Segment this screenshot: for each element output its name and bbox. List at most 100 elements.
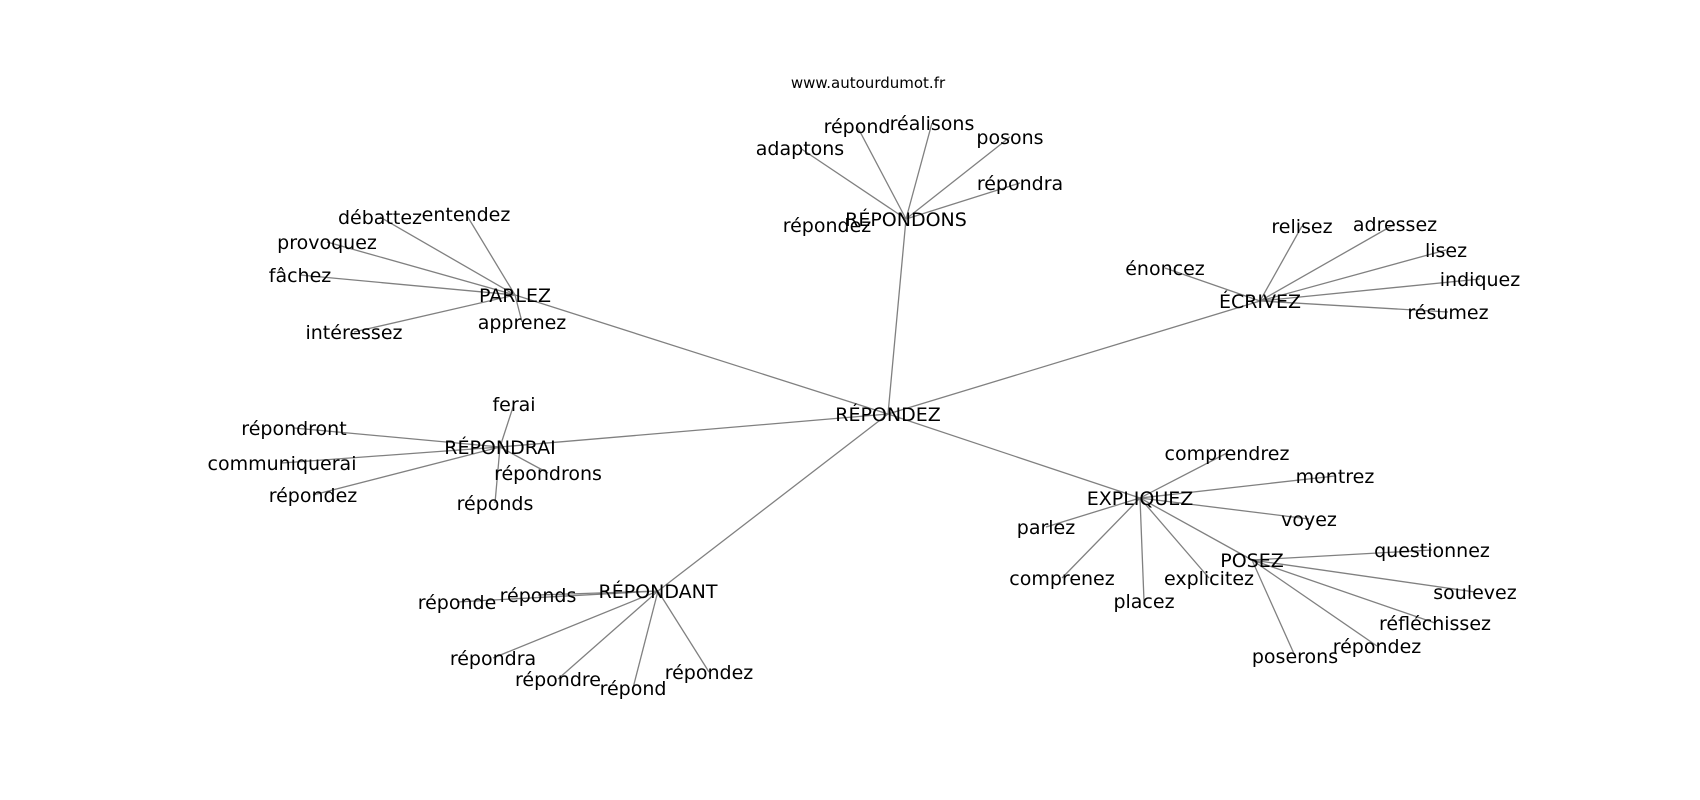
- leaf-node-comprendrez: comprendrez: [1165, 443, 1290, 465]
- edge-ecrivez-enoncez: [1164, 267, 1261, 302]
- edge-ecrivez-adressez: [1259, 223, 1396, 302]
- leaf-node-realisons: réalisons: [890, 113, 975, 135]
- leaf-node-repondez: répondez: [665, 662, 754, 684]
- leaf-node-montrez: montrez: [1296, 466, 1375, 488]
- edge-expliquez-explicitez: [1139, 497, 1210, 579]
- leaf-node-posons: posons: [976, 127, 1043, 149]
- edge-parlez-fachez: [299, 274, 516, 296]
- edge-posez-soulevez: [1251, 559, 1476, 593]
- leaf-node-reponds: réponds: [500, 585, 577, 607]
- leaf-node-soulevez: soulevez: [1433, 582, 1516, 604]
- edge-repondant-repondre: [557, 590, 659, 680]
- leaf-node-communiquerai: communiquerai: [208, 453, 357, 475]
- edge-posez-poserons: [1251, 559, 1296, 657]
- leaf-node-reponde: réponde: [418, 592, 497, 614]
- edge-repondons-adaptons: [799, 147, 907, 220]
- leaf-node-voyez: voyez: [1281, 509, 1337, 531]
- leaf-node-repond: répond: [824, 116, 891, 138]
- hub-node-repondons: RÉPONDONS: [845, 208, 967, 231]
- edge-repondrai-repondez: [312, 446, 501, 496]
- leaf-node-repondra: répondra: [977, 173, 1063, 195]
- edge-ecrivez-resumez: [1259, 300, 1449, 313]
- edge-repondrai-repondront: [293, 427, 501, 448]
- edge-expliquez-posez: [1139, 497, 1253, 561]
- edge-expliquez-voyez: [1139, 497, 1310, 520]
- leaf-node-resumez: résumez: [1407, 302, 1488, 324]
- leaf-node-relisez: relisez: [1271, 216, 1332, 238]
- edge-posez-questionnez: [1251, 549, 1433, 561]
- edge-parlez-entendez: [465, 213, 516, 296]
- edge-ecrivez-indiquez: [1259, 278, 1481, 302]
- edge-expliquez-comprendrez: [1139, 452, 1228, 499]
- hub-node-repondrai: RÉPONDRAI: [444, 436, 556, 459]
- edge-expliquez-parlez: [1045, 497, 1141, 528]
- leaf-node-entendez: entendez: [422, 204, 511, 226]
- leaf-node-enoncez: énoncez: [1125, 258, 1205, 280]
- leaf-node-repondre: répondre: [515, 669, 601, 691]
- leaf-node-repondez: répondez: [783, 215, 872, 237]
- center-node-label: RÉPONDEZ: [835, 403, 940, 426]
- leaf-node-repondez: répondez: [269, 485, 358, 507]
- leaf-node-repondra: répondra: [450, 648, 536, 670]
- edge-expliquez-montrez: [1139, 475, 1336, 499]
- leaf-node-ferai: ferai: [492, 394, 535, 416]
- edge-parlez-apprenez: [514, 294, 523, 323]
- edge-layer: [281, 122, 1481, 689]
- edge-posez-repondez: [1251, 559, 1378, 647]
- edge-parlez-debattez: [379, 216, 516, 296]
- edge-repondant-reponde: [456, 590, 659, 603]
- edge-repondons-repondra: [905, 182, 1021, 220]
- edge-center-repondons: [887, 218, 907, 415]
- edge-center-repondant: [657, 413, 889, 592]
- hub-node-expliquez: EXPLIQUEZ: [1087, 488, 1194, 510]
- edge-repondrai-communiquerai: [281, 446, 501, 464]
- edge-center-repondrai: [499, 413, 889, 448]
- leaf-node-reflechissez: réfléchissez: [1379, 613, 1491, 635]
- edge-repondons-repond: [856, 125, 907, 220]
- leaf-node-repond: répond: [600, 678, 667, 700]
- hub-node-repondant: RÉPONDANT: [599, 580, 718, 603]
- hub-node-posez: POSEZ: [1220, 550, 1284, 572]
- edge-repondons-posons: [905, 136, 1011, 220]
- edge-repondrai-ferai: [499, 403, 515, 448]
- edge-parlez-provoquez: [326, 241, 516, 296]
- leaf-node-apprenez: apprenez: [478, 312, 567, 334]
- hub-node-parlez: PARLEZ: [479, 285, 551, 307]
- leaf-node-poserons: poserons: [1252, 646, 1338, 668]
- leaf-node-reponds: réponds: [457, 493, 534, 515]
- edge-center-expliquez: [887, 413, 1141, 499]
- edge-center-ecrivez: [887, 300, 1261, 415]
- edge-parlez-interessez: [353, 294, 516, 333]
- leaf-node-interessez: intéressez: [305, 322, 402, 344]
- leaf-node-indiquez: indiquez: [1440, 269, 1520, 291]
- leaf-node-adaptons: adaptons: [756, 138, 844, 160]
- edge-repondons-realisons: [905, 122, 933, 220]
- leaf-node-adressez: adressez: [1353, 214, 1437, 236]
- hub-node-ecrivez: ÉCRIVEZ: [1219, 290, 1301, 313]
- leaf-node-debattez: débattez: [338, 207, 422, 229]
- leaf-node-repondrons: répondrons: [494, 463, 602, 485]
- edge-center-parlez: [514, 294, 889, 415]
- leaf-node-provoquez: provoquez: [277, 232, 377, 254]
- leaf-node-fachez: fâchez: [269, 265, 332, 287]
- leaf-node-questionnez: questionnez: [1374, 540, 1490, 562]
- edge-repondrai-repondrons: [499, 446, 549, 474]
- edge-expliquez-comprenez: [1061, 497, 1141, 579]
- source-caption: www.autourdumot.fr: [791, 74, 946, 92]
- leaf-node-parlez: parlez: [1017, 517, 1075, 539]
- edge-repondant-repondez: [657, 590, 710, 673]
- leaf-node-lisez: lisez: [1425, 240, 1467, 262]
- edge-posez-reflechissez: [1251, 559, 1436, 624]
- leaf-node-placez: placez: [1113, 591, 1174, 613]
- leaf-node-comprenez: comprenez: [1009, 568, 1114, 590]
- leaf-node-explicitez: explicitez: [1164, 568, 1254, 590]
- edge-expliquez-placez: [1139, 497, 1145, 602]
- edge-ecrivez-lisez: [1259, 249, 1447, 302]
- edge-ecrivez-relisez: [1259, 225, 1303, 302]
- edge-repondrai-reponds: [494, 446, 501, 504]
- leaf-node-repondront: répondront: [241, 418, 346, 440]
- edge-repondant-repond: [632, 590, 659, 689]
